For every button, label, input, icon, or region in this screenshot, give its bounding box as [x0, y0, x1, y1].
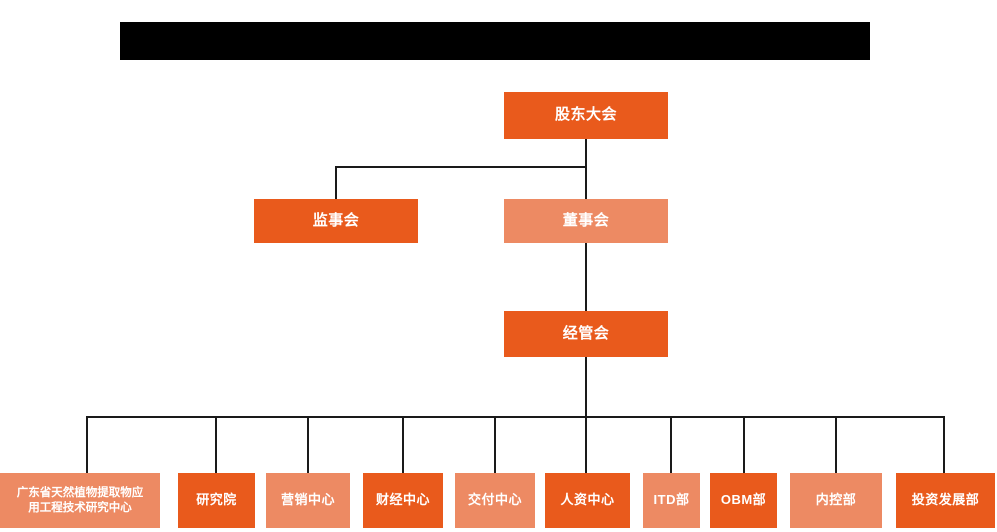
node-supervisors-label: 监事会: [312, 211, 360, 229]
node-internal-control-dept[interactable]: 内控部: [790, 473, 882, 528]
node-finance-center[interactable]: 财经中心: [363, 473, 443, 528]
node-investment-dev-dept[interactable]: 投资发展部: [896, 473, 995, 528]
connector-bottom-bus: [86, 416, 943, 418]
node-marketing-center[interactable]: 营销中心: [266, 473, 350, 528]
node-delivery-center-label: 交付中心: [467, 492, 522, 508]
node-directors-label: 董事会: [562, 211, 610, 229]
connector-drop-supervisors: [335, 166, 337, 199]
node-management[interactable]: 经管会: [504, 311, 668, 357]
node-shareholders-label: 股东大会: [554, 106, 617, 124]
node-management-label: 经管会: [562, 324, 610, 342]
connector-level1-bus: [335, 166, 587, 168]
node-investment-dev-dept-label: 投资发展部: [911, 492, 980, 508]
node-hr-center[interactable]: 人资中心: [545, 473, 630, 528]
connector-drop-marketing-center: [307, 416, 309, 473]
node-directors[interactable]: 董事会: [504, 199, 668, 243]
node-delivery-center[interactable]: 交付中心: [455, 473, 535, 528]
connector-drop-internal-control-dept: [835, 416, 837, 473]
node-supervisors[interactable]: 监事会: [254, 199, 418, 243]
node-obm-dept[interactable]: OBM部: [710, 473, 777, 528]
connector-drop-obm-dept: [743, 416, 745, 473]
node-hr-center-label: 人资中心: [560, 492, 615, 508]
node-itd-dept[interactable]: ITD部: [643, 473, 700, 528]
node-marketing-center-label: 营销中心: [280, 492, 335, 508]
node-research-institute-label: 研究院: [196, 492, 237, 508]
node-shareholders[interactable]: 股东大会: [504, 92, 668, 139]
connector-shareholders-down: [585, 139, 587, 166]
connector-drop-finance-center: [402, 416, 404, 473]
node-obm-dept-label: OBM部: [720, 492, 767, 508]
node-itd-dept-label: ITD部: [653, 492, 690, 508]
node-research-center[interactable]: 广东省天然植物提取物应 用工程技术研究中心: [0, 473, 160, 528]
connector-management-down: [585, 357, 587, 416]
connector-drop-itd-dept: [670, 416, 672, 473]
connector-drop-investment-dev-dept: [943, 416, 945, 473]
connector-drop-research-center: [86, 416, 88, 473]
redacted-title-banner: [120, 22, 870, 60]
connector-drop-delivery-center: [494, 416, 496, 473]
connector-directors-management: [585, 243, 587, 311]
node-research-center-label: 广东省天然植物提取物应 用工程技术研究中心: [16, 487, 144, 514]
node-internal-control-dept-label: 内控部: [815, 492, 857, 508]
connector-drop-directors: [585, 166, 587, 199]
node-finance-center-label: 财经中心: [375, 492, 430, 508]
connector-drop-hr-center: [585, 416, 587, 473]
connector-drop-research-institute: [215, 416, 217, 473]
node-research-institute[interactable]: 研究院: [178, 473, 255, 528]
